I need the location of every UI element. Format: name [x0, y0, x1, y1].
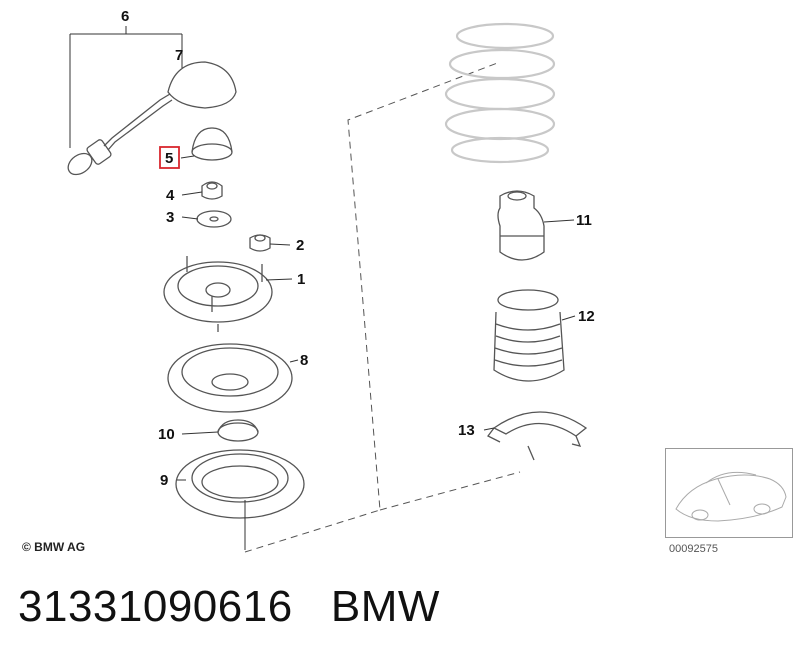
highlight-box — [159, 146, 180, 169]
part-retaining-clip — [487, 411, 588, 461]
part-nut — [201, 181, 223, 200]
part-rubber-cap — [191, 127, 233, 161]
diagram-reference-code: 00092575 — [669, 543, 718, 555]
callout-12: 12 — [578, 308, 595, 325]
part-strut-mount — [163, 256, 273, 332]
callout-3: 3 — [166, 209, 174, 226]
vehicle-thumbnail — [665, 448, 793, 538]
callout-9: 9 — [160, 472, 168, 489]
part-washer — [196, 210, 232, 228]
coil-spring — [444, 22, 556, 164]
car-outline-icon — [675, 471, 787, 522]
callout-10: 10 — [158, 426, 175, 443]
callout-13: 13 — [458, 422, 475, 439]
part-small-seat — [217, 419, 259, 442]
copyright-notice: © BMW AG — [22, 540, 86, 554]
leader-lines — [177, 155, 576, 481]
callout-5: 5 — [165, 150, 173, 167]
callout-1: 1 — [297, 271, 305, 288]
sensor-cable-assembly — [67, 61, 237, 176]
part-flange-nut — [249, 234, 271, 252]
exploded-parts-diagram: 6 7 5 4 3 2 1 8 10 9 11 12 13 — [67, 8, 595, 553]
callout-7: 7 — [175, 47, 183, 64]
part-protective-bellows — [493, 289, 565, 382]
callout-8: 8 — [300, 352, 308, 369]
part-bump-stop — [497, 190, 545, 261]
part-caption: 31331090616 BMW — [18, 582, 440, 632]
brand-name: BMW — [330, 582, 440, 631]
callout-2: 2 — [296, 237, 304, 254]
group-bracket-6 — [69, 26, 183, 148]
callout-11: 11 — [576, 212, 592, 229]
dashed-connection-outline — [244, 61, 521, 553]
part-lower-spring-pad — [175, 449, 305, 519]
callout-6: 6 — [121, 8, 129, 25]
part-spring-seat — [167, 343, 293, 413]
part-number: 31331090616 — [18, 582, 293, 631]
callout-4: 4 — [166, 187, 175, 204]
